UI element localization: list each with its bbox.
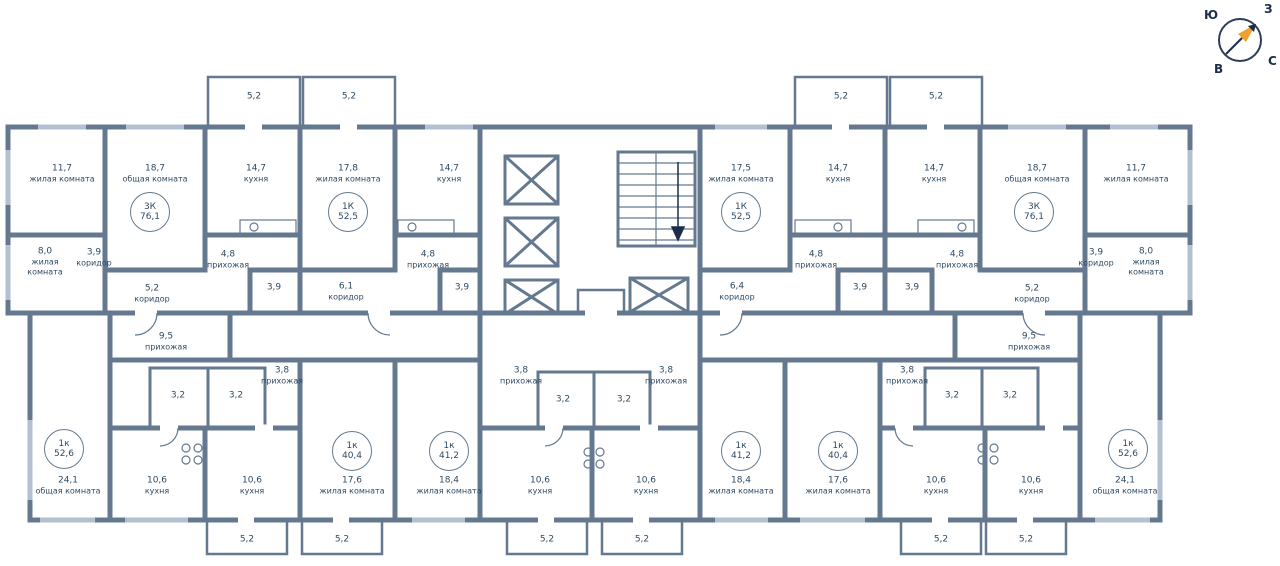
room-label: 3,2 [616,394,632,405]
room-label: 3,9 [266,282,282,293]
balcony-label: 5,2 [928,91,944,102]
balcony-label: 5,2 [334,534,350,545]
room-label: 3,2 [944,390,960,401]
room-label: 3,9 [852,282,868,293]
balcony-label: 5,2 [833,91,849,102]
direction-label-north: С [1268,54,1277,68]
direction-label-west: З [1264,2,1273,16]
balcony-label: 5,2 [634,534,650,545]
balcony-label: 5,2 [246,91,262,102]
balcony-label: 5,2 [1018,534,1034,545]
stair-direction-arrow [670,162,686,242]
balcony-label: 5,2 [239,534,255,545]
balcony-label: 5,2 [341,91,357,102]
room-label: 3,2 [170,390,186,401]
room-label: 3,2 [228,390,244,401]
room-label: 3,9 [454,282,470,293]
room-label: 3,2 [555,394,571,405]
direction-label-south: Ю [1204,8,1219,22]
balcony-label: 5,2 [933,534,949,545]
windows [5,124,1193,523]
kitchen-fixtures [181,219,999,469]
stairs [618,152,695,246]
room-label: 3,9 [904,282,920,293]
balcony-label: 5,2 [539,534,555,545]
compass: Ю З В С [1198,0,1280,86]
direction-label-east: В [1214,62,1224,76]
compass-rose-icon [1218,18,1262,62]
door-arcs [134,312,1046,447]
room-label: 3,2 [1002,390,1018,401]
